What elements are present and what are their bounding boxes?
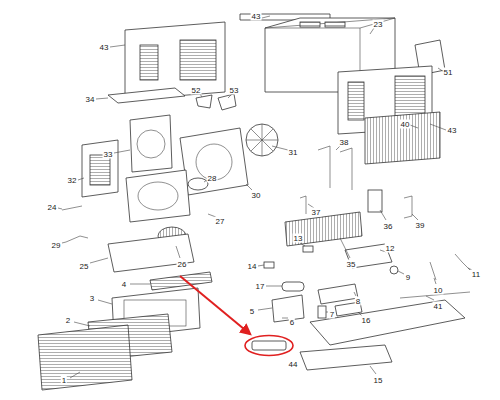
cylinder: [282, 282, 304, 291]
callout-number: 30: [251, 191, 262, 200]
callout-number: 27: [215, 217, 226, 226]
flat-panel: [108, 88, 185, 103]
callout-number: 29: [51, 241, 62, 250]
bracket: [218, 94, 236, 110]
callout-number: 14: [247, 262, 258, 271]
panel-louvers: [348, 82, 364, 120]
callout-number: 16: [361, 316, 372, 325]
bracket: [196, 95, 212, 108]
callout-number: 9: [405, 273, 411, 282]
callout-number: 8: [355, 297, 361, 306]
callout-number: 36: [383, 222, 394, 231]
callout-number: 40: [400, 120, 411, 129]
callout-number: 43: [447, 126, 458, 135]
fan: [246, 124, 278, 156]
callout-number: 35: [346, 260, 357, 269]
callout-number: 25: [79, 262, 90, 271]
callout-number: 12: [385, 244, 396, 253]
panel-louvers: [180, 40, 216, 80]
callout-number: 13: [293, 234, 304, 243]
callout-number: 41: [433, 302, 444, 311]
filter-strip: [150, 272, 212, 290]
cabinet-vent: [300, 22, 320, 27]
housing: [180, 128, 248, 195]
panel: [82, 140, 118, 197]
callout-number: 51: [443, 68, 454, 77]
remote-control: [252, 341, 286, 350]
sensor: [66, 236, 88, 242]
coil: [285, 212, 362, 246]
condenser: [365, 112, 440, 164]
callout-number: 24: [47, 203, 58, 212]
fan-blades: [246, 124, 278, 156]
callout-number: 10: [433, 286, 444, 295]
callout-number: 44: [288, 360, 299, 369]
callout-number: 32: [67, 176, 78, 185]
shroud-ring: [137, 130, 165, 158]
screw: [62, 206, 82, 210]
callout-number: 37: [311, 208, 322, 217]
front-grille: [38, 325, 132, 390]
callout-number: 31: [288, 148, 299, 157]
blower-ring: [138, 182, 178, 210]
cabinet-vent: [325, 22, 345, 27]
callout-number: 4: [121, 280, 127, 289]
switch: [318, 306, 326, 318]
clip: [300, 196, 306, 214]
cabinet-edge: [265, 18, 395, 28]
callout-number: 2: [65, 316, 71, 325]
knob: [390, 266, 398, 274]
pointer-arrow: [180, 276, 250, 334]
tray: [108, 234, 194, 272]
callout-number: 15: [373, 376, 384, 385]
bracket: [404, 196, 412, 218]
brackets: [318, 146, 352, 190]
callout-number: 33: [103, 150, 114, 159]
callout-number: 26: [177, 260, 188, 269]
callout-number: 17: [255, 282, 266, 291]
callout-number: 28: [207, 174, 218, 183]
callout-number: 43: [99, 43, 110, 52]
panel-louvers: [90, 155, 110, 185]
callout-number: 7: [329, 310, 335, 319]
shroud: [130, 115, 172, 172]
base-rail: [300, 345, 392, 370]
motor: [188, 178, 208, 190]
panel-louvers: [395, 76, 425, 116]
callout-number: 39: [415, 221, 426, 230]
wire: [455, 254, 470, 270]
small-part: [264, 262, 274, 268]
leader-lines: [58, 16, 472, 378]
callout-number: 23: [373, 20, 384, 29]
callout-number: 34: [85, 95, 96, 104]
panel-louvers: [140, 45, 158, 80]
callout-number: 3: [89, 294, 95, 303]
highlight-circle: [245, 336, 293, 356]
callout-number: 1: [61, 376, 67, 385]
base-pan: [310, 300, 465, 345]
callout-number: 43: [251, 12, 262, 21]
rod: [430, 262, 436, 280]
callout-number: 6: [289, 318, 295, 327]
callout-number: 5: [249, 307, 255, 316]
callout-number: 53: [229, 86, 240, 95]
blower-housing: [126, 170, 190, 222]
callout-number: 52: [191, 86, 202, 95]
capacitor: [368, 190, 382, 212]
small-part: [303, 246, 313, 252]
callout-number: 11: [471, 270, 481, 279]
bracket: [318, 284, 358, 304]
callout-number: 38: [339, 138, 350, 147]
